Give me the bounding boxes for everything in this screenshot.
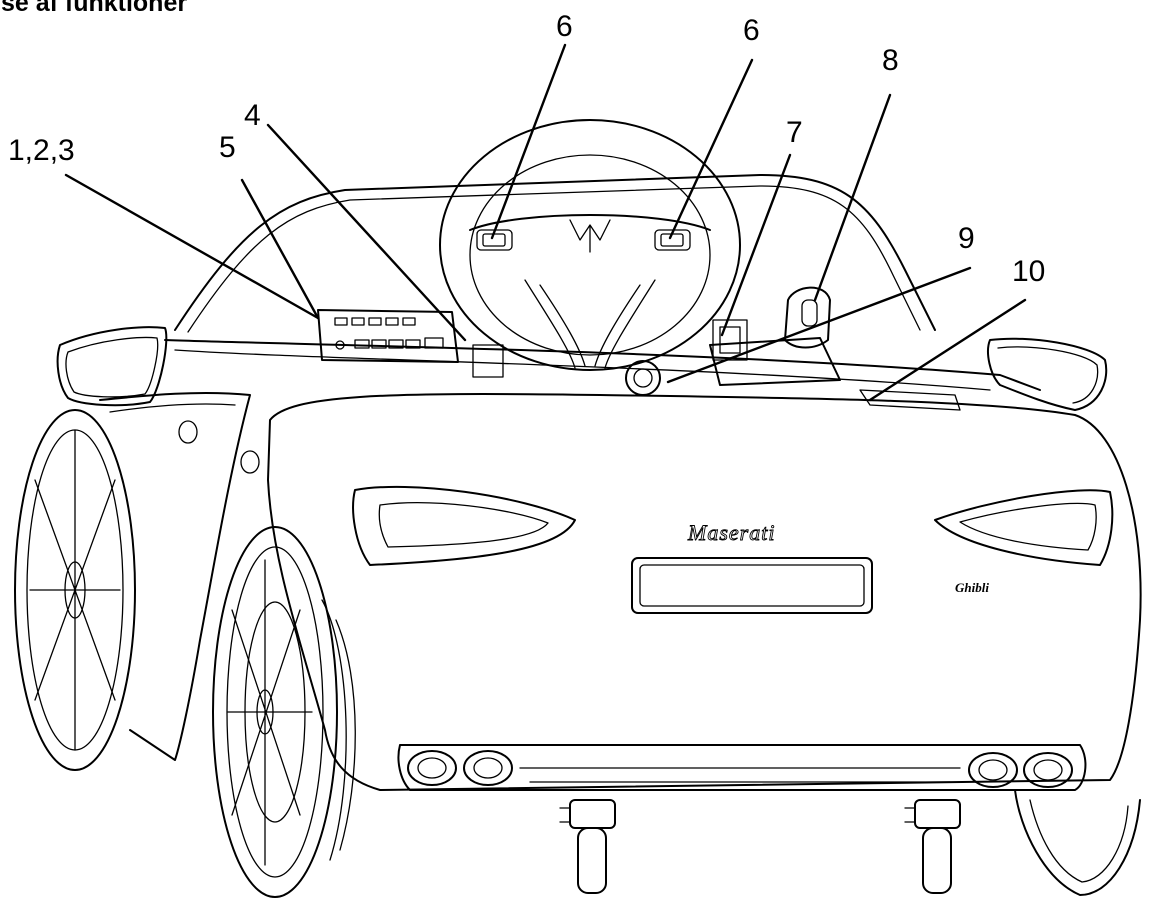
right-side-mirror <box>987 337 1108 411</box>
page-title: ise af funktioner <box>0 0 188 17</box>
rear-trunk <box>267 393 1142 791</box>
steering-wheel <box>439 119 741 371</box>
callout-6-left: 6 <box>556 10 573 43</box>
media-panel <box>317 309 504 378</box>
callout-6-right: 6 <box>743 14 760 47</box>
callout-7: 7 <box>786 116 803 149</box>
callout-9: 9 <box>958 222 975 255</box>
logo-wordmark: Maserati <box>687 520 775 545</box>
front-left-wheel <box>14 409 136 771</box>
windshield-frame <box>174 174 936 333</box>
model-badge: Ghibli <box>955 580 989 595</box>
right-training-caster <box>904 799 961 894</box>
rear-bumper <box>397 744 1087 791</box>
left-training-caster <box>559 799 616 894</box>
rear-left-wheel <box>212 526 356 898</box>
left-side-mirror <box>56 326 168 407</box>
callout-4: 4 <box>244 99 261 132</box>
callout-8: 8 <box>882 44 899 77</box>
rear-right-wheel <box>1014 789 1141 896</box>
center-console <box>625 286 961 411</box>
right-tail-light <box>934 489 1114 566</box>
license-plate <box>631 557 873 614</box>
left-body-side <box>99 391 260 761</box>
left-tail-light <box>352 485 576 566</box>
callout-1-2-3: 1,2,3 <box>8 134 75 167</box>
callout-5: 5 <box>219 131 236 164</box>
callout-leaders <box>64 43 1027 402</box>
callout-10: 10 <box>1012 255 1045 288</box>
dashboard <box>164 339 1041 391</box>
